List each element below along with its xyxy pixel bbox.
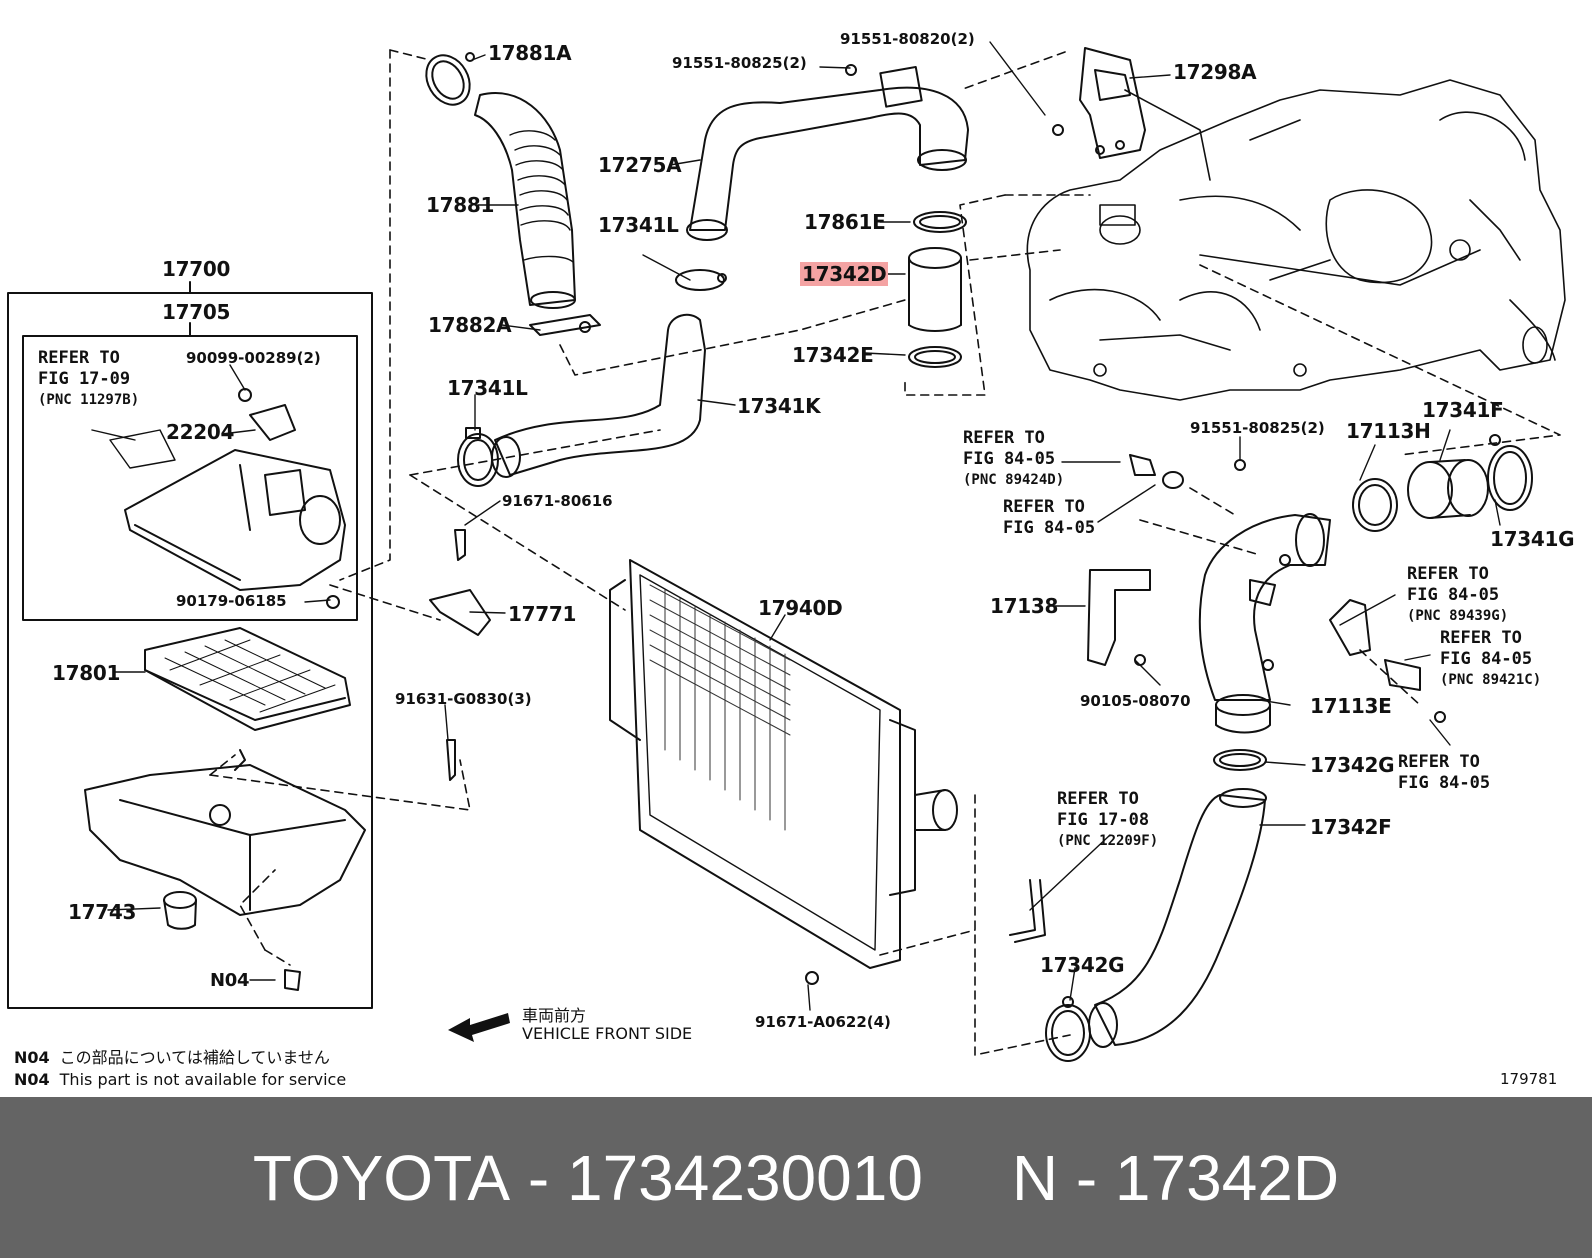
figure-id: 179781 xyxy=(1500,1070,1558,1088)
part-17861E: 17861E xyxy=(804,210,886,234)
part-17113E: 17113E xyxy=(1310,694,1392,718)
direction-label-en: VEHICLE FRONT SIDE xyxy=(522,1024,693,1043)
footer-part-number: 1734230010 xyxy=(566,1141,923,1214)
part-17940D: 17940D xyxy=(758,596,843,620)
footer-separator-1: - xyxy=(527,1141,550,1214)
footer-gap-1 xyxy=(510,1141,528,1215)
ref-fig-84-05-e: REFER TO FIG 84-05 xyxy=(1398,752,1491,793)
footer-gap-5 xyxy=(1097,1141,1115,1215)
part-17342G-top: 17342G xyxy=(1310,753,1395,777)
part-17700: 17700 xyxy=(162,257,231,281)
part-N04: N04 xyxy=(210,970,250,991)
part-91551-80825-right: 91551-80825(2) xyxy=(1190,419,1325,437)
part-17771: 17771 xyxy=(508,602,577,626)
part-17342D-highlighted: 17342D xyxy=(800,262,889,286)
part-17138: 17138 xyxy=(990,594,1059,618)
part-17743: 17743 xyxy=(68,900,137,924)
front-direction-arrow xyxy=(448,1013,510,1042)
footer-separator-2: - xyxy=(1075,1141,1098,1214)
ref-fig-84-05-89421C: REFER TO FIG 84-05 (PNC 89421C) xyxy=(1440,628,1542,688)
part-17341L-top: 17341L xyxy=(598,213,679,237)
parts-diagram: 17881A 91551-80820(2) 91551-80825(2) 172… xyxy=(7,30,1575,1089)
footer-gap-3 xyxy=(923,1141,1012,1215)
part-22204: 22204 xyxy=(166,420,235,444)
ref-fig-17-08: REFER TO FIG 17-08 (PNC 12209F) xyxy=(1057,789,1159,849)
part-17342G-bottom: 17342G xyxy=(1040,953,1125,977)
part-91671-A0622: 91671-A0622(4) xyxy=(755,1013,891,1031)
part-17113H: 17113H xyxy=(1346,419,1431,443)
part-17275A: 17275A xyxy=(598,153,682,177)
part-17341L-left: 17341L xyxy=(447,376,528,400)
part-17342F: 17342F xyxy=(1310,815,1392,839)
part-17341K: 17341K xyxy=(737,394,821,418)
part-17881A: 17881A xyxy=(488,41,572,65)
part-17881: 17881 xyxy=(426,193,495,217)
footer-brand: TOYOTA xyxy=(252,1141,511,1214)
part-90099-00289: 90099-00289(2) xyxy=(186,349,321,367)
part-17801: 17801 xyxy=(52,661,121,685)
part-91631-G0830: 91631-G0830(3) xyxy=(395,690,532,708)
ref-fig-17-09: REFER TO FIG 17-09 (PNC 11297B) xyxy=(38,348,140,408)
footer-caption: TOYOTA - 1734230010 N - 17342D xyxy=(0,1097,1592,1258)
footer-bar: TOYOTA - 1734230010 N - 17342D xyxy=(0,1097,1592,1258)
ref-fig-84-05-89439G: REFER TO FIG 84-05 (PNC 89439G) xyxy=(1407,564,1509,624)
part-91551-80820: 91551-80820(2) xyxy=(840,30,975,48)
part-17341F: 17341F xyxy=(1422,398,1504,422)
part-91671-80616: 91671-80616 xyxy=(502,492,613,510)
ref-fig-84-05-b: REFER TO FIG 84-05 xyxy=(1003,497,1096,538)
part-17342E: 17342E xyxy=(792,343,874,367)
footer-ref-code: 17342D xyxy=(1114,1141,1340,1214)
part-91551-80825-top: 91551-80825(2) xyxy=(672,54,807,72)
part-90179-06185: 90179-06185 xyxy=(176,592,287,610)
footer-n-label: N xyxy=(1011,1141,1059,1214)
part-90105-08070: 90105-08070 xyxy=(1080,692,1191,710)
footer-gap-2 xyxy=(549,1141,567,1215)
ref-fig-84-05-89424D: REFER TO FIG 84-05 (PNC 89424D) xyxy=(963,428,1065,488)
part-17298A: 17298A xyxy=(1173,60,1257,84)
footer-gap-4 xyxy=(1058,1141,1076,1215)
diagram-drawing xyxy=(7,41,1566,1062)
part-17882A: 17882A xyxy=(428,313,512,337)
part-17341G: 17341G xyxy=(1490,527,1575,551)
part-17705: 17705 xyxy=(162,300,231,324)
direction-label-jp: 車両前方 xyxy=(522,1006,587,1025)
